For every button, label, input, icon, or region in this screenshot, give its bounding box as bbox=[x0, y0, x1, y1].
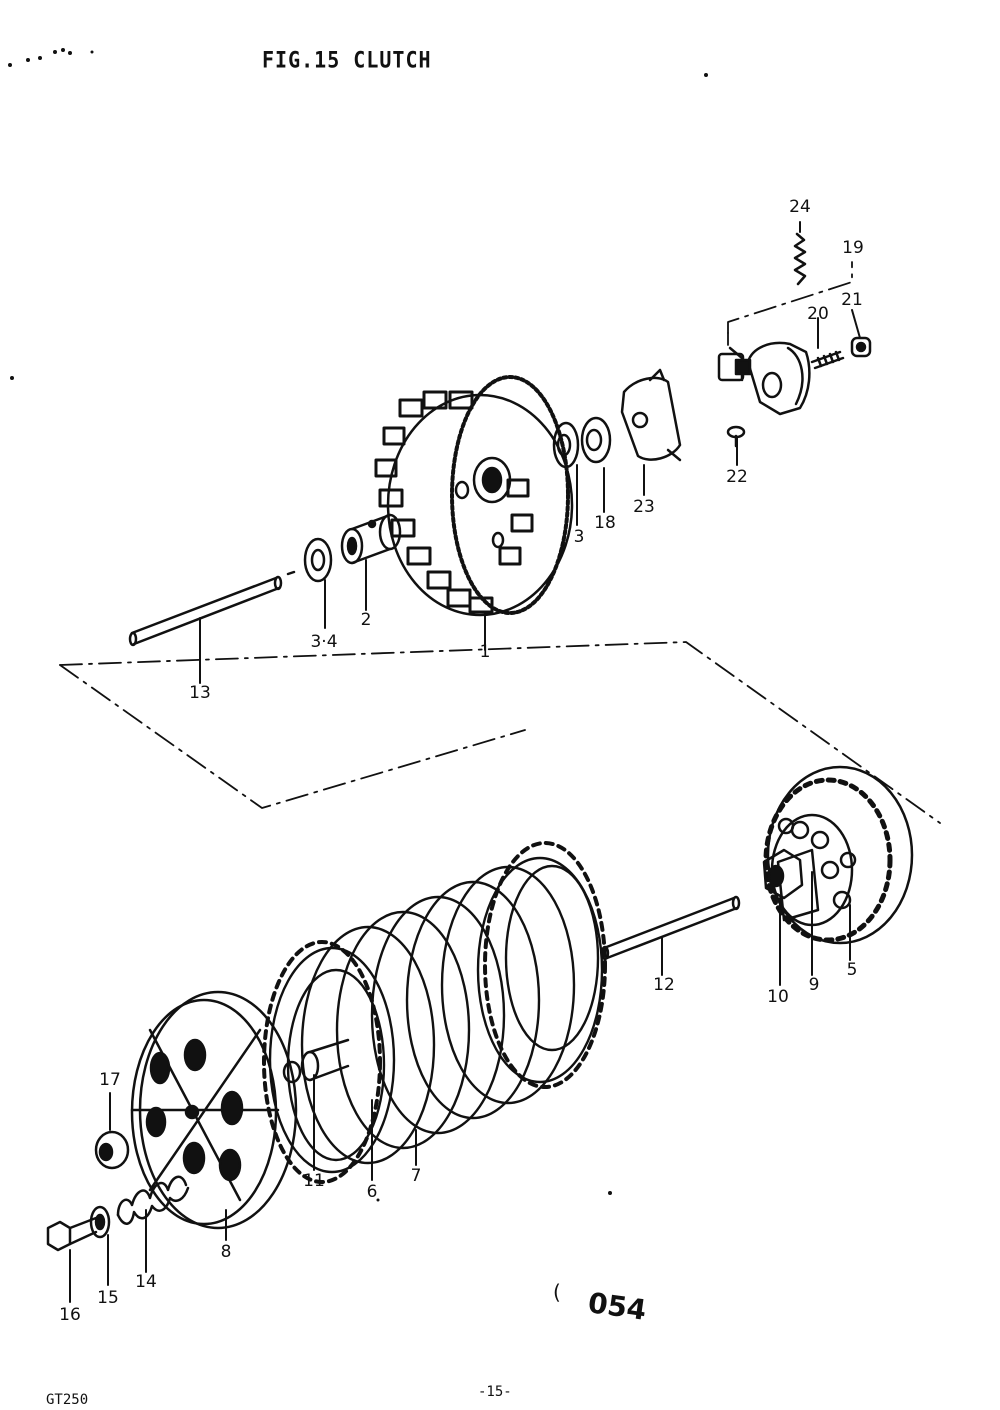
callout-13: 13 bbox=[189, 683, 211, 703]
clutch-housing-1 bbox=[374, 375, 574, 617]
pressure-plate-8 bbox=[130, 990, 298, 1230]
footer-page-number: -15- bbox=[478, 1384, 512, 1400]
clutch-hub-5 bbox=[763, 765, 914, 945]
callout-2: 2 bbox=[360, 610, 372, 630]
callout-9: 9 bbox=[808, 975, 820, 995]
callout-20: 20 bbox=[807, 304, 829, 324]
spring-14 bbox=[116, 1175, 190, 1225]
spring-24 bbox=[793, 232, 807, 286]
callout-10: 10 bbox=[767, 987, 789, 1007]
callout-12: 12 bbox=[653, 975, 675, 995]
callout-17: 17 bbox=[99, 1070, 121, 1090]
washer-18 bbox=[580, 416, 612, 464]
callout-8: 8 bbox=[220, 1242, 232, 1262]
scan-specks bbox=[8, 48, 708, 1202]
nut-21 bbox=[850, 336, 872, 358]
callout-18: 18 bbox=[594, 513, 616, 533]
callout-6: 6 bbox=[366, 1182, 378, 1202]
clutch-plates-6-7 bbox=[262, 841, 607, 1184]
callout-3: 3 bbox=[573, 527, 585, 547]
callout-24: 24 bbox=[789, 197, 811, 217]
figure-title: FIG.15 CLUTCH bbox=[262, 47, 432, 73]
washer-15 bbox=[89, 1205, 111, 1239]
screw-22 bbox=[726, 425, 746, 448]
assembly-outline bbox=[59, 261, 941, 824]
callout-3-4: 3·4 bbox=[310, 632, 338, 652]
bolt-16 bbox=[46, 1216, 98, 1252]
callout-11: 11 bbox=[303, 1171, 325, 1191]
screw-20 bbox=[810, 350, 845, 370]
callout-22: 22 bbox=[726, 467, 748, 487]
nut-10 bbox=[762, 848, 804, 900]
figure-number: FIG.15 bbox=[262, 46, 341, 74]
callout-21: 21 bbox=[841, 290, 863, 310]
push-piece-11 bbox=[282, 1038, 350, 1084]
stamp-mark: ( bbox=[553, 1280, 561, 1304]
callout-15: 15 bbox=[97, 1288, 119, 1308]
washer-3-4 bbox=[303, 537, 333, 583]
cover-plate-23 bbox=[620, 368, 682, 462]
callout-23: 23 bbox=[633, 497, 655, 517]
callout-19: 19 bbox=[842, 238, 864, 258]
spacer-2 bbox=[340, 513, 402, 565]
push-rod-13 bbox=[128, 570, 296, 647]
release-mechanism-19 bbox=[717, 341, 811, 416]
callout-7: 7 bbox=[410, 1166, 422, 1186]
figure-name: CLUTCH bbox=[353, 46, 432, 74]
callout-5: 5 bbox=[846, 960, 858, 980]
callout-16: 16 bbox=[59, 1305, 81, 1325]
callout-14: 14 bbox=[135, 1272, 157, 1292]
pin-12 bbox=[600, 895, 741, 961]
lock-washer-9 bbox=[776, 848, 820, 922]
callout-1: 1 bbox=[479, 642, 491, 662]
footer-model: GT250 bbox=[46, 1392, 89, 1408]
leader-lines bbox=[69, 221, 861, 1303]
cap-17 bbox=[94, 1130, 130, 1170]
